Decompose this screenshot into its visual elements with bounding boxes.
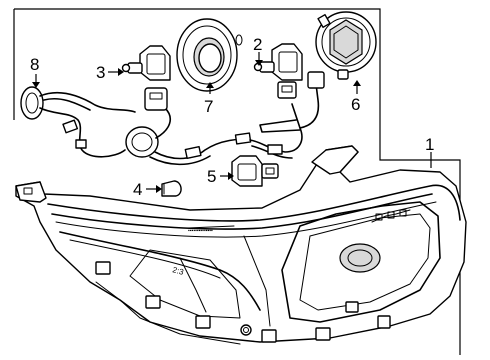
callout-1: 1 xyxy=(425,135,434,168)
svg-text:2:3: 2:3 xyxy=(171,265,185,277)
svg-text:8: 8 xyxy=(30,55,39,74)
svg-text:6: 6 xyxy=(351,95,360,114)
cover-cap-icon xyxy=(315,11,377,80)
svg-text:5: 5 xyxy=(207,167,216,186)
svg-text:7: 7 xyxy=(204,97,213,116)
callout-3: 3 xyxy=(96,63,124,82)
callout-2: 2 xyxy=(253,35,263,66)
svg-text:4: 4 xyxy=(133,180,142,199)
svg-text:3: 3 xyxy=(96,63,105,82)
svg-text:1: 1 xyxy=(425,135,434,154)
svg-text:2: 2 xyxy=(253,35,262,54)
socket-icon xyxy=(231,155,279,187)
bulb-socket-left-icon xyxy=(121,45,171,81)
callout-5: 5 xyxy=(207,167,234,186)
small-bulb-icon xyxy=(161,180,182,197)
callout-6: 6 xyxy=(351,80,361,114)
wiring-harness-icon xyxy=(20,71,325,166)
callout-7: 7 xyxy=(204,82,214,116)
headlamp-assembly-icon: 2:3 ▪▪▪▪▪▪▪▪▪▪▪▪▪▪ xyxy=(15,145,467,345)
svg-text:▪▪▪▪▪▪▪▪▪▪▪▪▪▪: ▪▪▪▪▪▪▪▪▪▪▪▪▪▪ xyxy=(188,228,213,234)
seal-ring-icon xyxy=(176,18,243,92)
callout-4: 4 xyxy=(133,180,162,199)
callout-8: 8 xyxy=(30,55,40,88)
bulb-icon xyxy=(253,43,303,99)
